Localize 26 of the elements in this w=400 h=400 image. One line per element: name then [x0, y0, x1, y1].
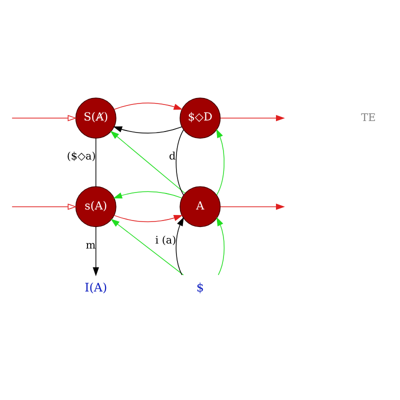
- edge-label: d: [169, 150, 176, 163]
- arrow: [110, 130, 186, 194]
- label: TE: [361, 112, 376, 124]
- arrow: [113, 126, 182, 134]
- arrow: [12, 114, 77, 122]
- arrow: [113, 191, 182, 198]
- edge-label: i (a): [155, 234, 176, 246]
- edge-label: ($◇a): [66, 150, 96, 163]
- arrow: [114, 215, 183, 222]
- arrow: [110, 218, 184, 276]
- node-circle: S(Ⱥ): [75, 98, 116, 139]
- arrow: [220, 114, 285, 122]
- node-text: $: [196, 280, 204, 294]
- node-text: I(A): [84, 280, 108, 294]
- arrow: [216, 216, 224, 276]
- node-circle: $◇D: [180, 98, 221, 139]
- arrow: [114, 102, 183, 110]
- arrow: [12, 204, 77, 210]
- node-circle: s(A): [75, 186, 116, 228]
- edge-label: m: [86, 239, 96, 252]
- connector: [176, 130, 184, 196]
- arrow: [216, 128, 225, 196]
- arrow: [92, 226, 99, 276]
- node-circle: A: [180, 186, 221, 228]
- arrow: [220, 204, 285, 210]
- arrow: [176, 216, 184, 276]
